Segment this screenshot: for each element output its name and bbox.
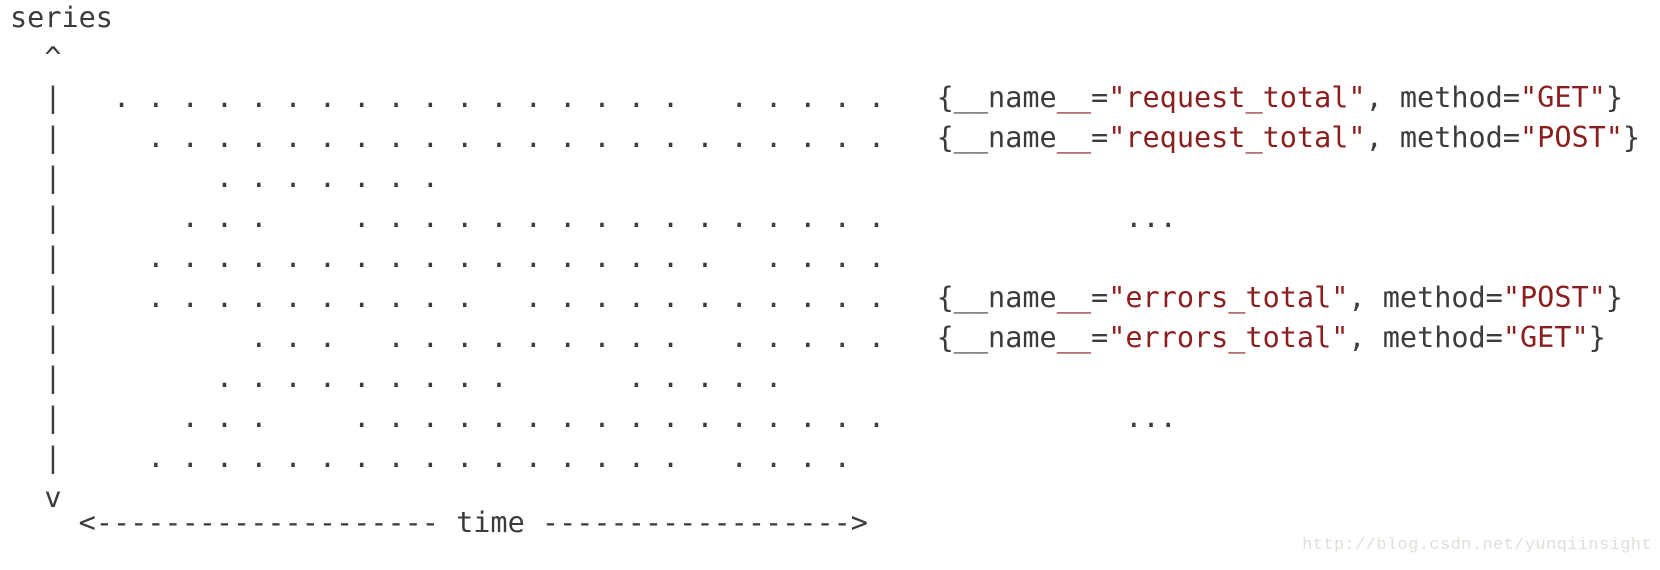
series-row-3: | . . . . . . . (10, 161, 439, 194)
series-row-4: | . . . . . . . . . . . . . . . . . . . … (10, 201, 1177, 234)
series-axis-label: series (10, 1, 113, 34)
series-axis-arrow-down: v (10, 481, 62, 514)
series-row-5: | . . . . . . . . . . . . . . . . . . . … (10, 241, 886, 274)
series-row-8: | . . . . . . . . . . . . . . (10, 361, 783, 394)
series-row-6: | . . . . . . . . . . . . . . . . . . . … (10, 281, 1623, 314)
series-row-7: | . . . . . . . . . . . . . . . . . {__n… (10, 321, 1606, 354)
time-axis: <-------------------- time -------------… (10, 506, 868, 539)
watermark: http://blog.csdn.net/yunqiinsight (1302, 536, 1652, 555)
series-row-9: | . . . . . . . . . . . . . . . . . . . … (10, 401, 1177, 434)
series-row-10: | . . . . . . . . . . . . . . . . . . . … (10, 441, 851, 474)
series-row-1: | . . . . . . . . . . . . . . . . . . . … (10, 81, 1623, 114)
series-row-2: | . . . . . . . . . . . . . . . . . . . … (10, 121, 1641, 154)
series-axis-arrow-up: ^ (10, 41, 62, 74)
ascii-diagram: series ^ | . . . . . . . . . . . . . . .… (10, 0, 1640, 518)
